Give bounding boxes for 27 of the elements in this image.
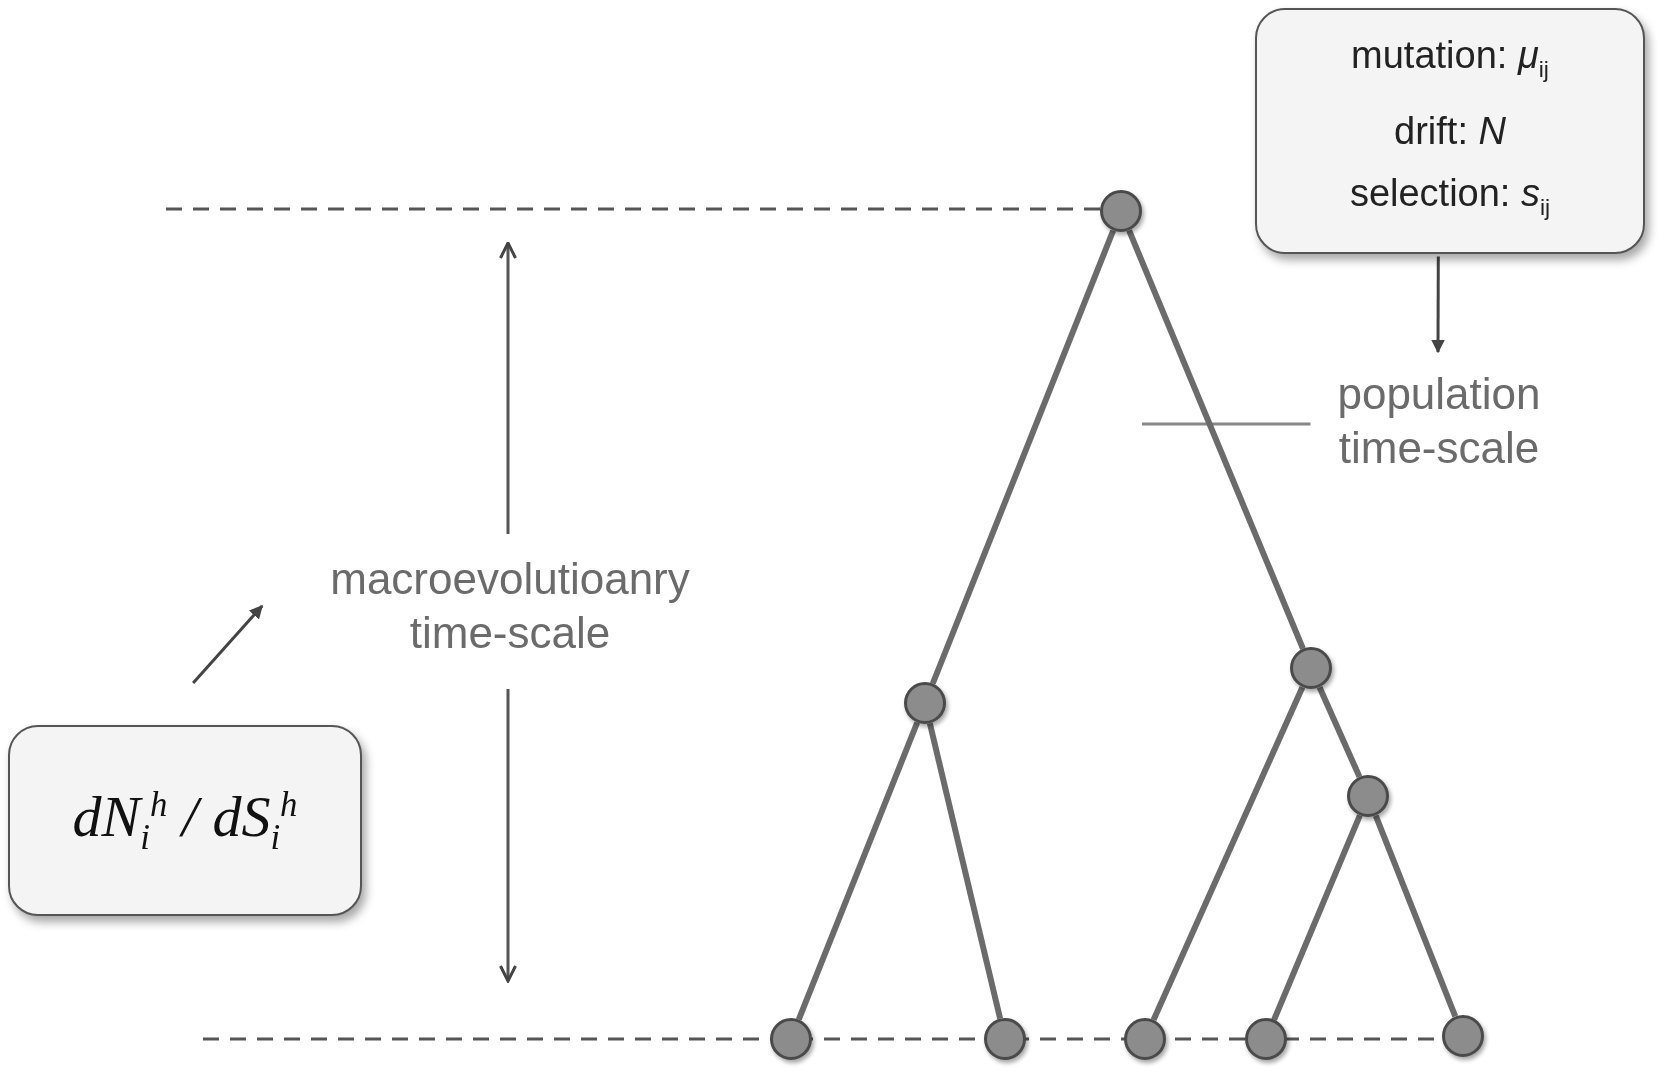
branch-line bbox=[796, 721, 920, 1021]
tree-node-circle bbox=[1290, 647, 1332, 689]
time-scale-label: macroevolutioanry time-scale bbox=[280, 553, 740, 659]
arrow bbox=[192, 605, 264, 684]
branch-line bbox=[1271, 814, 1363, 1021]
branch-line bbox=[1126, 229, 1306, 650]
parameter-box bbox=[1255, 8, 1645, 254]
parameter-text: mutation: μ$_{ij}$ bbox=[1351, 33, 1549, 84]
branch-line bbox=[926, 722, 1004, 1020]
time-scale-label: population time-scale bbox=[1313, 366, 1565, 476]
branch-line bbox=[1372, 814, 1459, 1018]
arrow bbox=[1431, 256, 1445, 354]
branch-line bbox=[1316, 685, 1363, 779]
tree-node-circle bbox=[1124, 1018, 1166, 1060]
tree-node-circle bbox=[770, 1018, 812, 1060]
parameter-text: drift: N bbox=[1394, 109, 1506, 154]
parameter-text: selection: s$_{ij}$ bbox=[1349, 171, 1551, 222]
branch-line bbox=[930, 229, 1116, 685]
tree-node-circle bbox=[1442, 1015, 1484, 1057]
tree-node-circle bbox=[904, 682, 946, 724]
formula-box bbox=[8, 725, 362, 916]
tree-node-circle bbox=[1245, 1018, 1287, 1060]
tree-node-circle bbox=[1347, 775, 1389, 817]
branch-line bbox=[1150, 685, 1306, 1022]
leader-line bbox=[1142, 422, 1311, 426]
tree-node-circle bbox=[984, 1018, 1026, 1060]
tree-node-circle bbox=[1100, 190, 1142, 232]
